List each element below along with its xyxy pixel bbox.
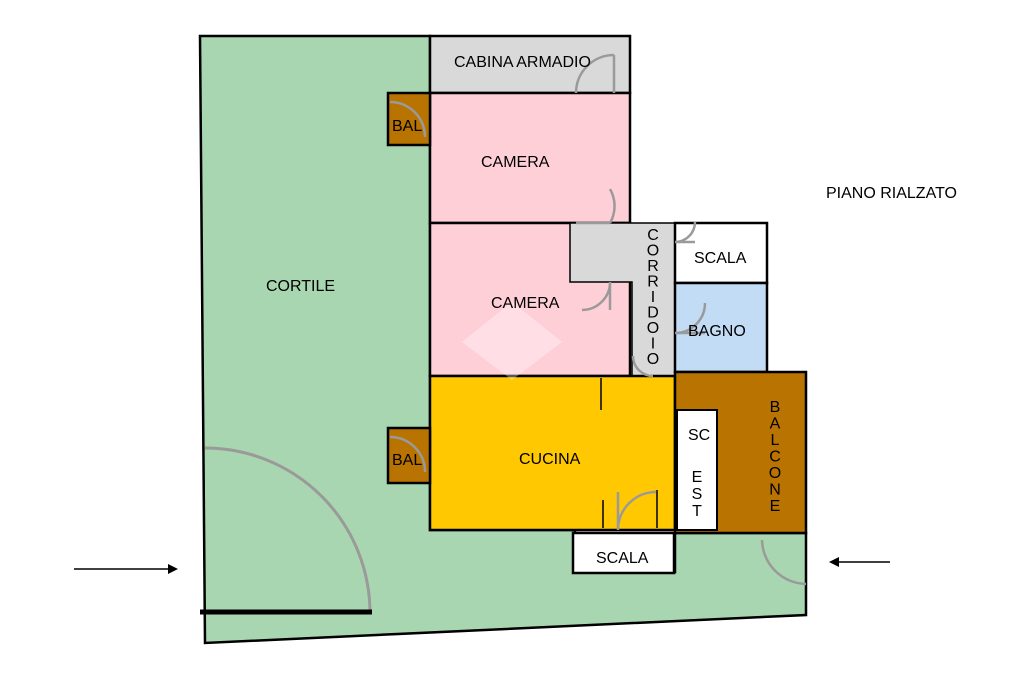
entry-arrow-left (74, 564, 178, 574)
stair-bottom-area (571, 531, 676, 575)
door-swings (389, 53, 807, 586)
balcone-label-char: N (769, 482, 781, 499)
corridoio-label-char: R (647, 274, 659, 291)
room-label-sc: SC (688, 427, 710, 444)
room-label-camera-2: CAMERA (491, 295, 560, 312)
floor-title: PIANO RIALZATO (826, 185, 957, 202)
room-label-scala-bottom: SCALA (596, 550, 649, 567)
balcone-label-char: B (770, 399, 781, 416)
balcone-label-char: O (769, 465, 781, 482)
balcone-label-char: C (769, 449, 781, 466)
balcone-label-char: A (770, 416, 781, 433)
room-label-bal-bottom: BAL (392, 452, 422, 469)
room-label-camera-1: CAMERA (481, 154, 550, 171)
room-label-bagno: BAGNO (688, 323, 746, 340)
room-label-bal-top: BAL (392, 118, 422, 135)
corridoio-label-char: O (647, 351, 659, 368)
external-stair-area (676, 409, 718, 531)
corridoio-label-char: O (647, 243, 659, 260)
room-label-cabina-armadio: CABINA ARMADIO (454, 54, 591, 71)
corridoio-label-char: I (651, 336, 655, 353)
entry-arrow-right (829, 557, 890, 567)
balcone-label-char: E (770, 498, 781, 515)
corridoio-label-char: R (647, 258, 659, 275)
corridoio-label-char: C (647, 227, 659, 244)
room-label-scala-top: SCALA (694, 250, 747, 267)
gate-swing (204, 446, 372, 613)
closet-area (428, 34, 632, 95)
corridoio-label-char: O (647, 320, 659, 337)
corridoio-label-char: I (651, 289, 655, 306)
room-label-cortile: CORTILE (266, 278, 335, 295)
balcone-label-char: L (771, 432, 780, 449)
watermark-logo (462, 302, 562, 380)
room-label-cucina: CUCINA (519, 451, 581, 468)
corridoio-label-char: D (647, 305, 659, 322)
